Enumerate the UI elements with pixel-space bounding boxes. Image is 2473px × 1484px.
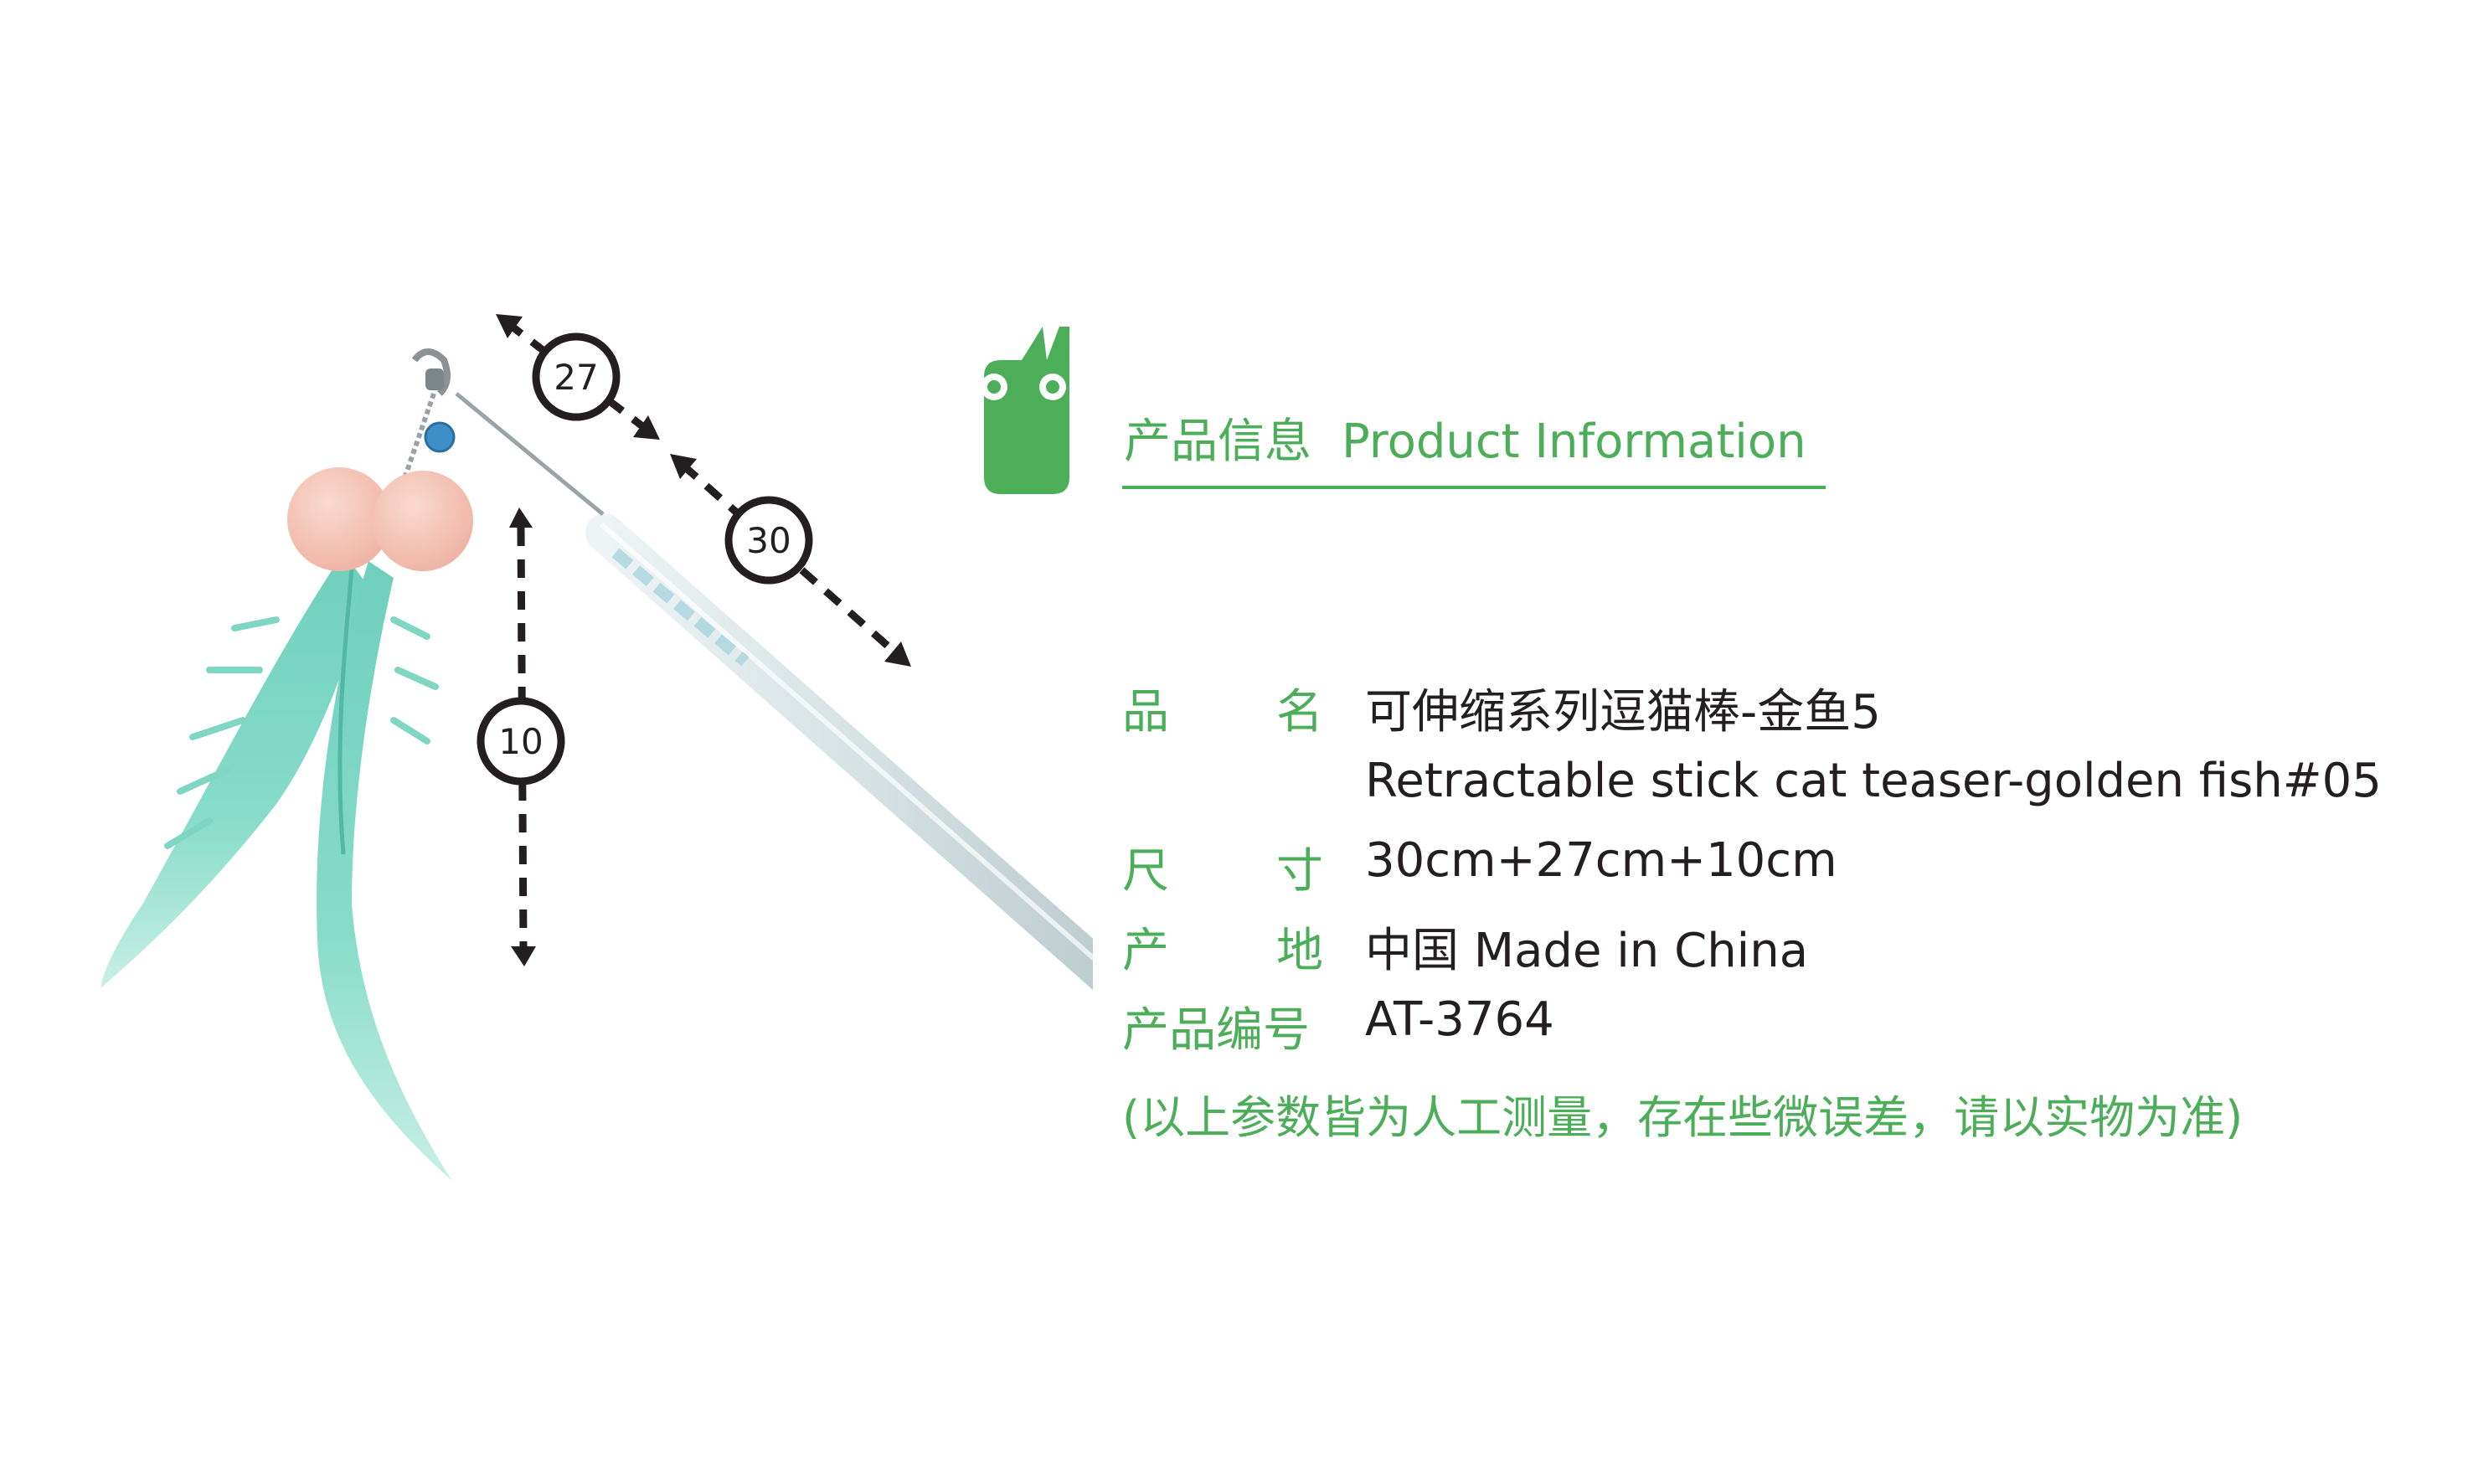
spec-label-size: 尺寸 [1122,833,1323,901]
spec-value-size: 30cm+27cm+10cm [1365,833,1837,888]
mint-feathers [100,553,452,1181]
spec-label-size-char2: 寸 [1276,844,1323,899]
info-title: 产品信息 Product Information [1124,404,1806,471]
spec-label-name-char2: 名 [1276,685,1323,739]
brand-mascot-icon [981,327,1069,494]
spec-value-code: AT-3764 [1365,992,1554,1047]
dimension-label-30: 30 [746,520,791,561]
swivel-clip [411,348,451,396]
product-illustration: 27 30 10 [100,314,1093,1181]
disclaimer: (以上参数皆为人工测量，存在些微误差，请以实物为准) [1122,1091,2244,1144]
dimension-label-10: 10 [498,721,543,762]
spec-label-size-char1: 尺 [1122,844,1169,899]
dimension-wire: 27 [496,314,660,440]
stick-handle [585,513,1093,991]
spec-value-name-en: Retractable stick cat teaser-golden fish… [1365,754,2382,808]
pink-pompoms [287,467,473,571]
dimension-handle: 30 [670,454,911,667]
info-title-cn: 产品信息 [1124,415,1311,469]
spec-label-origin-char2: 地 [1276,924,1323,978]
dimension-feather: 10 [477,508,565,966]
spec-label-code-text: 产品编号 [1122,1003,1310,1058]
spec-label-origin-char1: 产 [1122,924,1169,978]
spec-label-code: 产品编号 [1122,992,1323,1060]
spec-label-name-char1: 品 [1122,685,1169,739]
info-header: 产品信息 Product Information [1122,394,1826,489]
spec-label-name: 品名 [1122,674,1323,742]
spec-value-origin: 中国 Made in China [1365,924,1809,978]
blue-bell [424,421,456,453]
info-title-en: Product Information [1342,415,1806,469]
dimension-label-27: 27 [554,357,598,398]
spec-value-name-cn: 可伸缩系列逗猫棒-金鱼5 [1365,685,1881,739]
spec-label-origin: 产地 [1122,913,1323,981]
stick-wire [455,392,605,516]
